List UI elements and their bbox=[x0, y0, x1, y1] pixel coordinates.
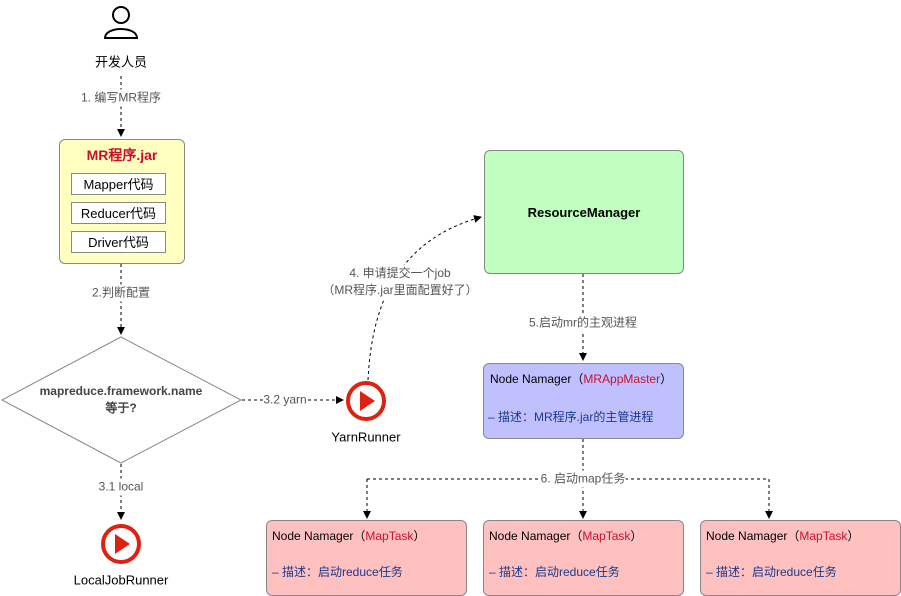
yarn-runner-label: YarnRunner bbox=[331, 429, 401, 445]
resource-manager-box: ResourceManager bbox=[484, 150, 684, 274]
decision-text: mapreduce.framework.name 等于? bbox=[20, 383, 222, 417]
step4-line2: （MR程序.jar里面配置好了） bbox=[322, 283, 478, 297]
step32-label: 3.2 yarn bbox=[263, 391, 307, 409]
step1-label: 1. 编写MR程序 bbox=[80, 89, 162, 107]
map-task-box: Node Namager（MapTask） – 描述：启动reduce任务 bbox=[266, 520, 467, 596]
app-master-title: Node Namager（MRAppMaster） bbox=[490, 372, 673, 386]
decision-line1: mapreduce.framework.name bbox=[39, 384, 203, 398]
map-task-box: Node Namager（MapTask） – 描述：启动reduce任务 bbox=[700, 520, 901, 596]
yarn-runner-play-icon bbox=[346, 381, 386, 421]
decision-diamond bbox=[0, 336, 243, 464]
step2-label: 2.判断配置 bbox=[91, 284, 151, 302]
user-icon bbox=[103, 6, 139, 39]
app-master-desc: – 描述：MR程序.jar的主管进程 bbox=[488, 410, 654, 424]
driver-code: Driver代码 bbox=[71, 231, 166, 253]
mapper-code: Mapper代码 bbox=[71, 173, 166, 195]
step4-label: 4. 申请提交一个job （MR程序.jar里面配置好了） bbox=[322, 265, 478, 299]
map-task-title: Node Namager（MapTask） bbox=[272, 529, 426, 543]
step4-line1: 4. 申请提交一个job bbox=[349, 266, 451, 280]
map-task-desc: – 描述：启动reduce任务 bbox=[272, 565, 403, 579]
map-task-desc: – 描述：启动reduce任务 bbox=[489, 565, 620, 579]
jar-title: MR程序.jar bbox=[86, 147, 158, 163]
map-task-title: Node Namager（MapTask） bbox=[706, 529, 860, 543]
reducer-code: Reducer代码 bbox=[71, 202, 166, 224]
step6-label: 6. 启动map任务 bbox=[540, 470, 626, 488]
map-task-title: Node Namager（MapTask） bbox=[489, 529, 643, 543]
map-task-desc: – 描述：启动reduce任务 bbox=[706, 565, 837, 579]
jar-box: MR程序.jar Mapper代码 Reducer代码 Driver代码 bbox=[59, 139, 185, 264]
step5-label: 5.启动mr的主观进程 bbox=[528, 314, 638, 332]
decision-line2: 等于? bbox=[105, 401, 137, 415]
developer-label: 开发人员 bbox=[94, 54, 148, 70]
map-task-box: Node Namager（MapTask） – 描述：启动reduce任务 bbox=[483, 520, 684, 596]
local-runner-play-icon bbox=[101, 524, 141, 564]
local-runner-label: LocalJobRunner bbox=[73, 572, 169, 588]
app-master-box: Node Namager（MRAppMaster） – 描述：MR程序.jar的… bbox=[483, 363, 684, 439]
resource-manager-label: ResourceManager bbox=[527, 204, 641, 220]
step31-label: 3.1 local bbox=[98, 478, 144, 496]
